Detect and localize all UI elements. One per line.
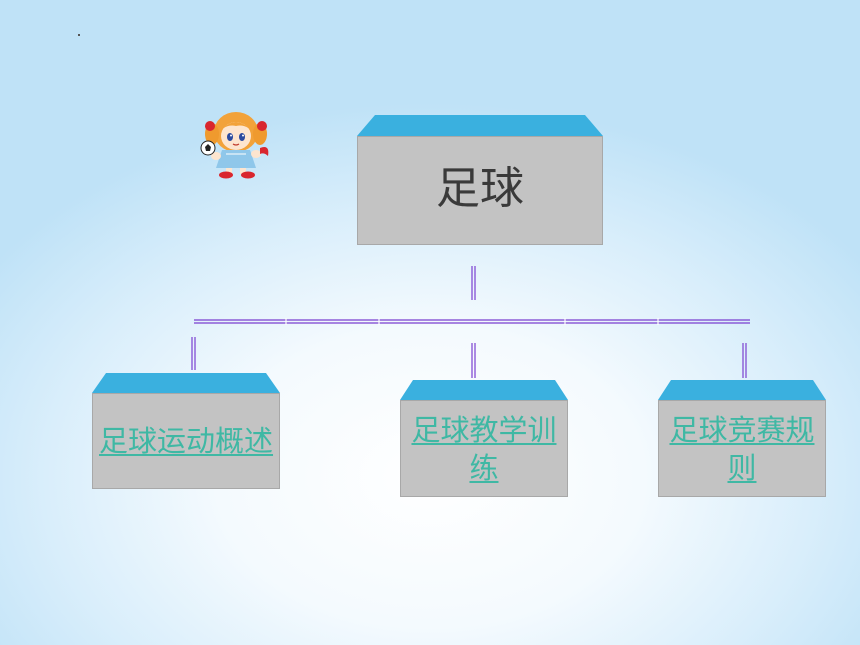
root-node-label: 足球 [436, 162, 524, 214]
mascot-girl-soccer-icon [200, 112, 269, 179]
root-node-cap [357, 115, 603, 136]
slide-dot [78, 34, 80, 36]
link-football-training[interactable]: 足球教学训练 [411, 412, 557, 485]
child-node-training[interactable]: 足球教学训练 [400, 380, 568, 497]
link-football-overview[interactable]: 足球运动概述 [99, 424, 274, 458]
root-node-body: 足球 [357, 136, 603, 245]
link-football-rules[interactable]: 足球竞赛规则 [669, 412, 815, 485]
child-node-training-body: 足球教学训练 [400, 400, 568, 497]
child-node-overview-cap [92, 373, 280, 393]
child-node-rules-body: 足球竞赛规则 [658, 400, 826, 497]
child-node-training-cap [400, 380, 568, 400]
child-node-overview[interactable]: 足球运动概述 [92, 373, 280, 489]
child-node-rules-cap [658, 380, 826, 400]
child-node-rules[interactable]: 足球竞赛规则 [658, 380, 826, 497]
child-node-overview-body: 足球运动概述 [92, 393, 280, 489]
root-node: 足球 [357, 115, 603, 245]
